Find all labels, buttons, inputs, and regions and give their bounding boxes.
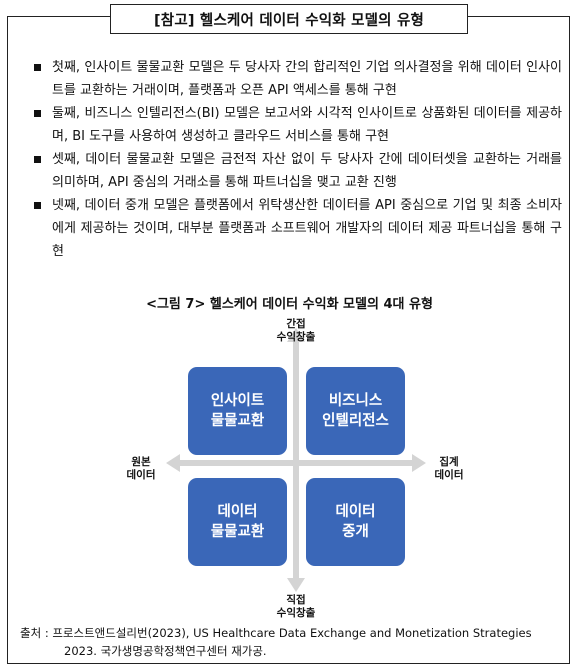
list-item: 넷째, 데이터 중개 모델은 플랫폼에서 위탁생산한 데이터를 API 중심으로… (32, 194, 562, 263)
figure-caption: <그림 7> 헬스케어 데이터 수익화 모델의 4대 유형 (146, 297, 433, 312)
axis-label-right: 집계 데이터 (434, 456, 464, 481)
quadrant-diagram: 인사이트 물물교환 비즈니스 인텔리전스 데이터 물물교환 데이터 중개 간접 … (120, 318, 464, 619)
axis-label-bottom: 직접 수익창출 (276, 594, 316, 619)
section-title: [참고] 헬스케어 데이터 수익화 모델의 유형 (110, 4, 468, 34)
square-bullet-icon (34, 110, 41, 117)
square-bullet-icon (34, 64, 41, 71)
horizontal-axis-arrow (166, 454, 426, 472)
axis-label-left: 원본 데이터 (126, 456, 156, 481)
square-bullet-icon (34, 156, 41, 163)
list-item: 첫째, 인사이트 물물교환 모델은 두 당사자 간의 합리적인 기업 의사결정을… (32, 56, 562, 102)
source-note: 출처 : 프로스트앤드설리번(2023), US Healthcare Data… (20, 626, 532, 658)
quadrant-data-barter: 데이터 물물교환 (188, 478, 287, 566)
bullet-text: 넷째, 데이터 중개 모델은 플랫폼에서 위탁생산한 데이터를 API 중심으로… (52, 198, 562, 259)
list-item: 셋째, 데이터 물물교환 모델은 금전적 자산 없이 두 당사자 간에 데이터셋… (32, 148, 562, 194)
square-bullet-icon (34, 202, 41, 209)
list-item: 둘째, 비즈니스 인텔리전스(BI) 모델은 보고서와 시각적 인사이트로 상품… (32, 102, 562, 148)
quadrant-insight-barter: 인사이트 물물교환 (188, 367, 287, 455)
quadrant-data-brokerage: 데이터 중개 (306, 478, 405, 566)
bullet-list: 첫째, 인사이트 물물교환 모델은 두 당사자 간의 합리적인 기업 의사결정을… (32, 56, 562, 263)
bullet-text: 둘째, 비즈니스 인텔리전스(BI) 모델은 보고서와 시각적 인사이트로 상품… (52, 106, 562, 144)
axis-label-top: 간접 수익창출 (276, 318, 316, 343)
bullet-text: 첫째, 인사이트 물물교환 모델은 두 당사자 간의 합리적인 기업 의사결정을… (52, 60, 562, 98)
axis-arrows (166, 328, 426, 592)
bullet-text: 셋째, 데이터 물물교환 모델은 금전적 자산 없이 두 당사자 간에 데이터셋… (52, 152, 562, 190)
quadrant-business-intelligence: 비즈니스 인텔리전스 (306, 367, 405, 455)
